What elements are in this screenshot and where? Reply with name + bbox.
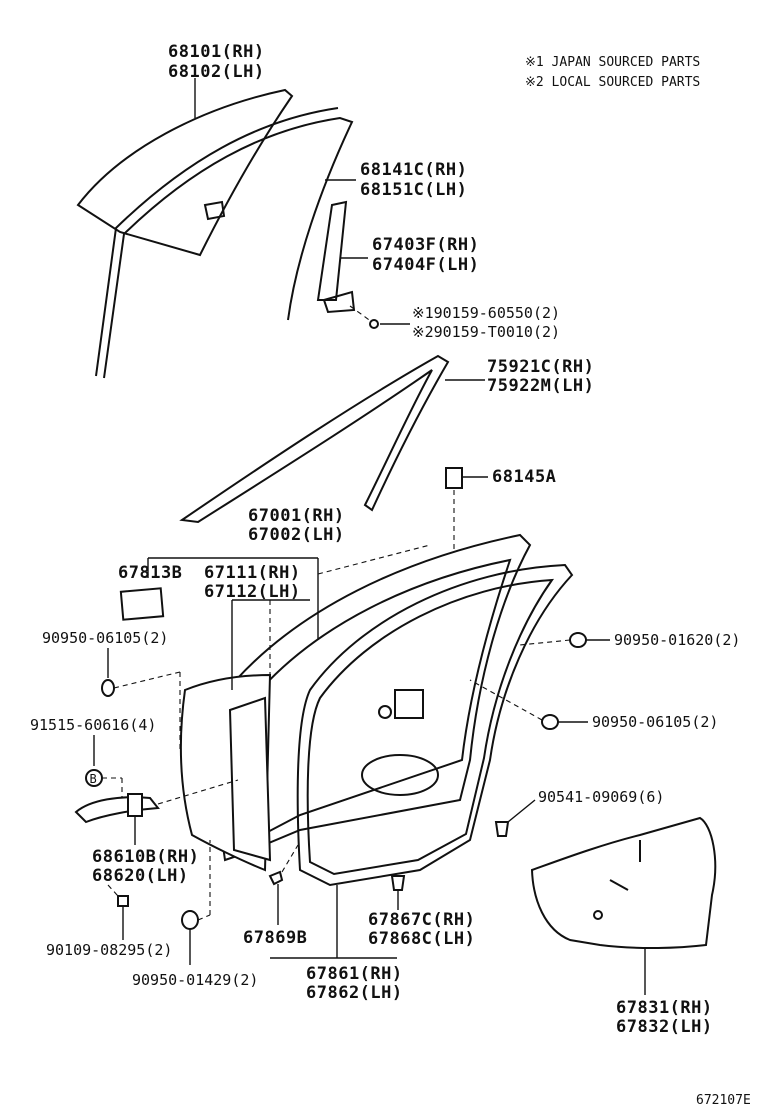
hole-plug-left [101,679,115,697]
dash-90109 [107,884,119,897]
label-75922m: 75922M(LH) [487,376,594,396]
label-68101: 68101(RH) [168,42,265,62]
door-panel-hole [361,754,439,796]
division-bar-bracket [322,290,356,314]
outer-panel-front [228,696,272,862]
door-glass [76,88,294,257]
door-panel-hole-small [378,705,392,719]
label-91515: 91515-60616(4) [30,716,156,734]
label-90159-japan: ※190159-60550(2) [412,304,560,322]
label-75921c: 75921C(RH) [487,357,594,377]
dash-screw-90159 [349,305,373,323]
label-90950-06105-right: 90950-06105(2) [592,713,718,731]
hole-plug-bottom [181,910,199,930]
clip-67869b [268,870,284,886]
dash-67001 [317,544,431,575]
label-67002: 67002(LH) [248,525,345,545]
service-hole-cover [530,816,717,950]
part-68145a [445,467,463,489]
label-90950-01429: 90950-01429(2) [132,971,258,989]
label-67813b: 67813B [118,563,182,583]
label-90159-local: ※290159-T0010(2) [412,323,560,341]
label-67403f: 67403F(RH) [372,235,479,255]
label-67861: 67861(RH) [306,964,403,984]
label-68145a: 68145A [492,467,556,487]
weatherstrip [296,563,574,887]
label-67868c: 67868C(LH) [368,929,475,949]
label-68151c: 68151C(LH) [360,180,467,200]
cover-detail-line-2 [609,879,629,891]
callout-b-symbol: B [90,772,97,786]
label-67869b: 67869B [243,928,307,948]
hinge-pin [127,793,143,817]
diagram-id: 672107E [696,1093,751,1108]
clip-67867c [390,875,406,891]
label-67862: 67862(LH) [306,983,403,1003]
note-local-sourced: ※2 LOCAL SOURCED PARTS [525,75,700,90]
label-90950-01620: 90950-01620(2) [614,631,740,649]
label-90541: 90541-09069(6) [538,788,664,806]
hole-plug-right [541,714,559,730]
weatherstrip-inner [306,578,555,876]
label-67404f: 67404F(LH) [372,255,479,275]
screw-90159 [369,319,379,329]
bolt-90109 [117,895,129,907]
dash-plug-right [469,679,543,721]
part-67813b [119,587,165,621]
glass-run [95,107,354,379]
label-67832: 67832(LH) [616,1017,713,1037]
door-panel-opening [394,689,424,719]
note-japan-sourced: ※1 JAPAN SOURCED PARTS [525,55,700,70]
label-68620: 68620(LH) [92,866,189,886]
door-hinge [74,796,160,824]
door-panel-inner [261,558,512,837]
screw-90541 [494,821,510,837]
dash-plug-left [113,671,181,689]
label-90950-06105-left: 90950-06105(2) [42,629,168,647]
label-90109: 90109-08295(2) [46,941,172,959]
dash-plug-bottom [197,914,211,921]
cover-detail-hole [593,910,603,920]
dash-hinge [157,779,239,805]
label-67831: 67831(RH) [616,998,713,1018]
label-67001: 67001(RH) [248,506,345,526]
label-67112: 67112(LH) [204,582,301,602]
dash-67869b [281,844,299,873]
hole-plug-upper-right [569,632,587,648]
label-68102: 68102(LH) [168,62,265,82]
pillar-moulding [179,354,450,524]
label-68610b: 68610B(RH) [92,847,199,867]
leader-90541 [507,799,536,823]
label-67867c: 67867C(RH) [368,910,475,930]
label-67111: 67111(RH) [204,563,301,583]
label-68141c: 68141C(RH) [360,160,467,180]
glass-bracket [203,200,226,221]
division-bar [316,200,348,301]
